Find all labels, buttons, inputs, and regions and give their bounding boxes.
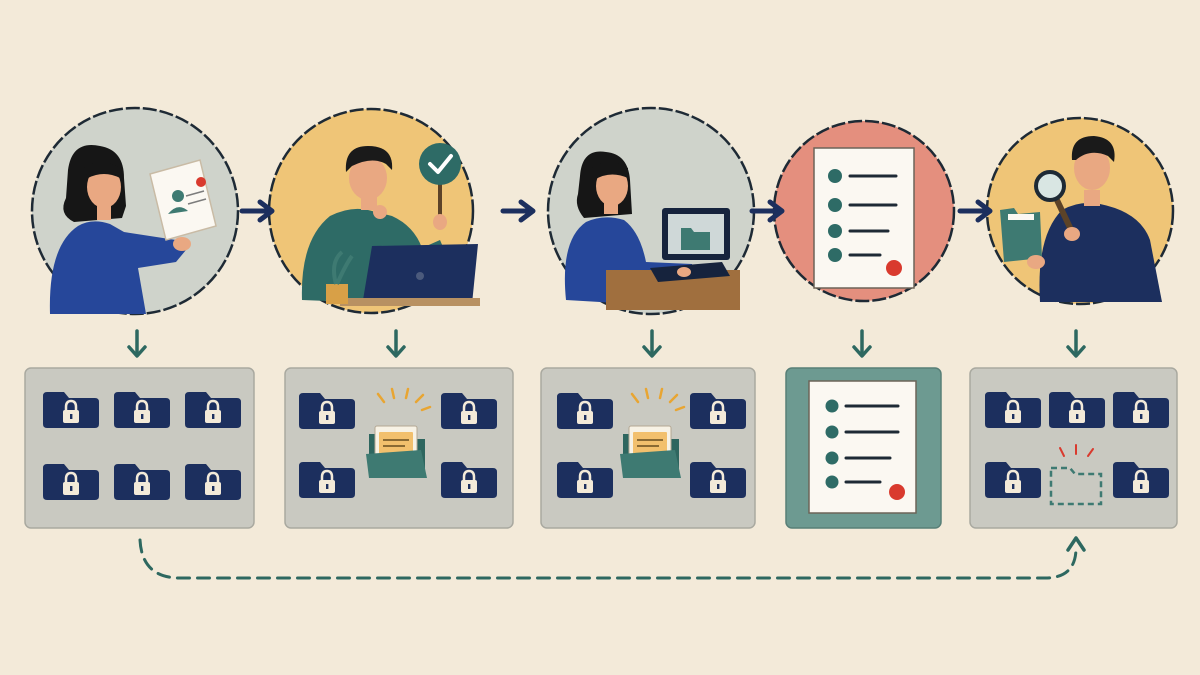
step-5-review-scene bbox=[985, 116, 1175, 306]
tray-2-folder-unlocked bbox=[284, 367, 514, 529]
tray-4-checklist-record bbox=[785, 367, 942, 529]
right-arrow-icon bbox=[752, 202, 782, 220]
down-arrow-icon bbox=[386, 329, 406, 358]
step-1-request-scene bbox=[30, 106, 240, 316]
down-arrow-icon bbox=[852, 329, 872, 358]
down-arrow-icon bbox=[1066, 329, 1086, 358]
dashed-return-arrow bbox=[138, 536, 1086, 580]
person-with-approval-checkmark-icon bbox=[301, 143, 480, 306]
right-arrow-icon bbox=[503, 202, 533, 220]
step-3-usage-scene bbox=[546, 106, 756, 316]
checklist-document-icon bbox=[813, 147, 915, 289]
down-arrows bbox=[127, 329, 1086, 358]
down-arrow-icon bbox=[127, 329, 147, 358]
removed-folder-placeholder-icon bbox=[1049, 444, 1103, 506]
person-inspecting-with-magnifier-icon bbox=[1000, 136, 1162, 302]
right-arrow-icon bbox=[242, 202, 272, 220]
tray-1-all-folders-locked bbox=[24, 367, 255, 529]
down-arrow-icon bbox=[642, 329, 662, 358]
tray-3-folder-unlocked bbox=[540, 367, 756, 529]
person-working-on-laptop-icon bbox=[564, 151, 740, 310]
person-holding-document-icon bbox=[49, 145, 217, 314]
step-4-record-scene bbox=[772, 119, 956, 303]
right-arrow-icon bbox=[960, 202, 990, 220]
tray-5-access-removed bbox=[969, 367, 1178, 529]
step-2-approval-scene bbox=[267, 107, 480, 315]
